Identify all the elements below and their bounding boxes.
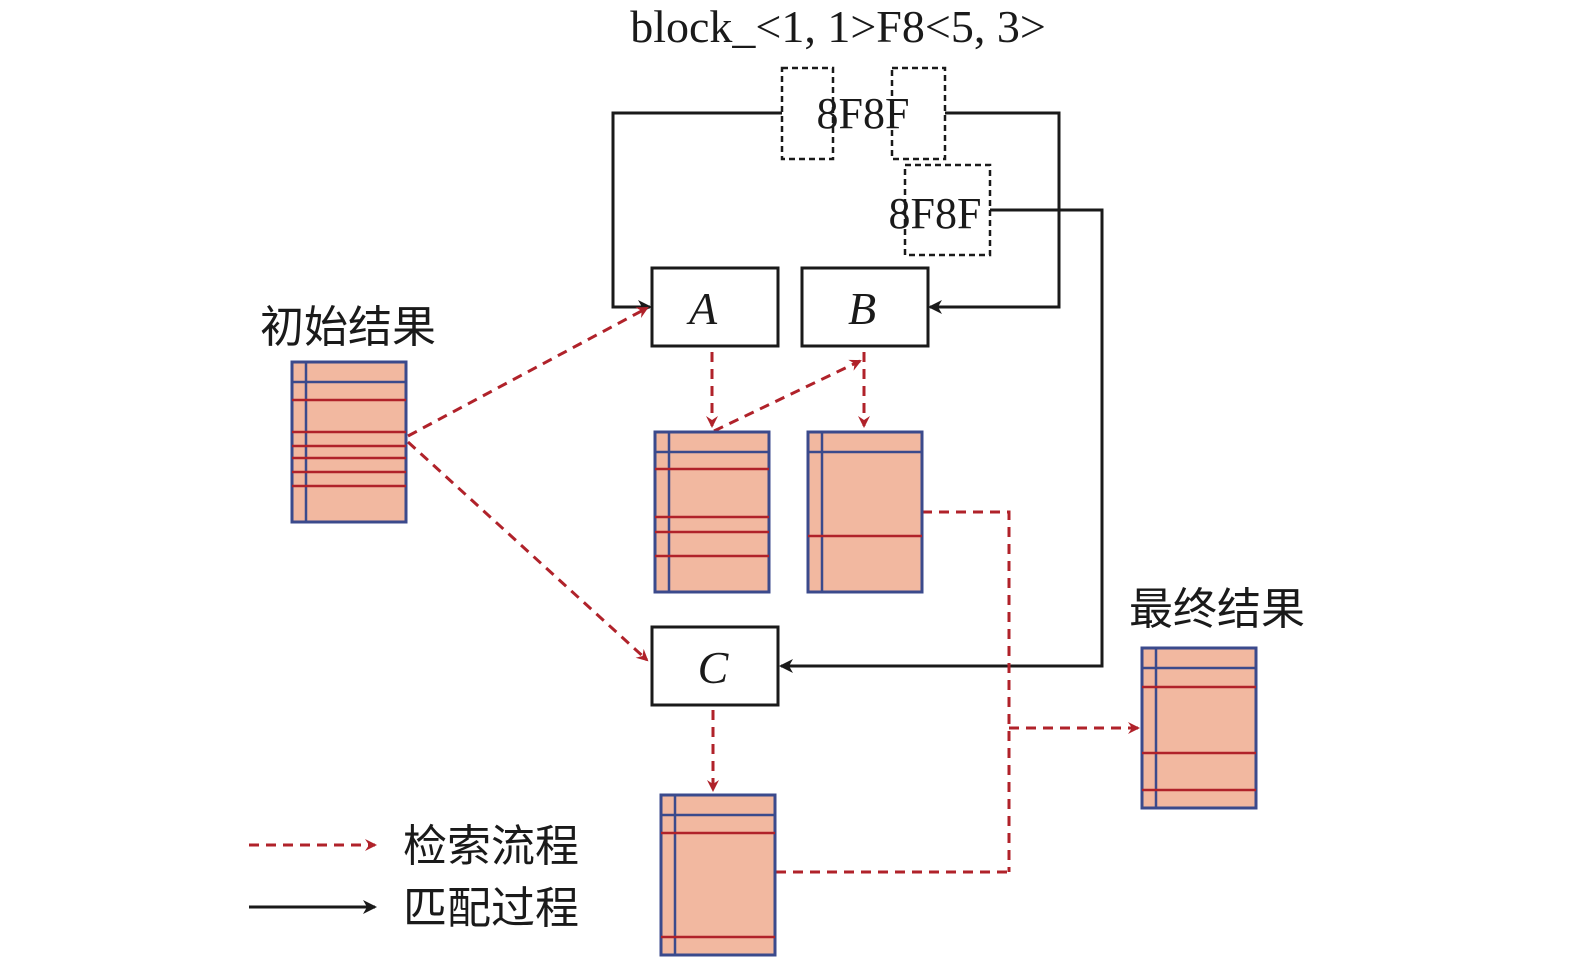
node-b: B <box>800 266 930 348</box>
legend-matching-label: 匹配过程 <box>403 883 579 934</box>
result-table-b <box>806 430 924 594</box>
pattern-top: 8F8F <box>780 66 947 161</box>
result-table-c <box>659 793 777 957</box>
pattern-middle-label: 8F8F <box>889 189 982 238</box>
result-table-final-body <box>1140 646 1258 810</box>
match-line-to-c <box>779 208 1104 673</box>
node-b-box <box>800 266 930 348</box>
node-a-label: A <box>686 283 718 334</box>
result-table-initial-body <box>290 360 408 524</box>
node-a-box <box>650 266 780 348</box>
matching-connectors <box>611 111 1104 673</box>
result-table-a-body <box>653 430 771 594</box>
match-line-to-a <box>611 111 782 314</box>
result-table-initial <box>290 360 408 524</box>
table-highlight-rows <box>661 831 775 939</box>
legend: 检索流程 匹配过程 <box>249 821 579 934</box>
retrieval-arrows <box>406 306 1140 874</box>
pattern-top-dashed-box-left <box>780 66 835 161</box>
retrieval-initial-to-c <box>406 440 649 662</box>
table-highlight-rows <box>292 398 406 488</box>
diagram-title: block_<1, 1>F8<5, 3> <box>630 1 1046 52</box>
retrieval-initial-to-a <box>407 306 649 438</box>
node-b-label: B <box>848 283 876 334</box>
node-c-box <box>650 625 780 707</box>
final-result-label: 最终结果 <box>1129 584 1305 635</box>
initial-result-label: 初始结果 <box>260 302 436 353</box>
pattern-top-dashed-box-right <box>890 66 947 161</box>
result-table-final <box>1140 646 1258 810</box>
node-c-label: C <box>698 642 730 693</box>
node-c: C <box>650 625 780 707</box>
pattern-top-label: 8F8F <box>817 89 910 138</box>
retrieval-b-result-to-merge <box>922 510 1011 872</box>
node-a: A <box>650 266 780 348</box>
legend-retrieval-label: 检索流程 <box>403 821 579 872</box>
table-highlight-rows <box>655 467 769 558</box>
retrieval-result-to-b <box>713 359 862 433</box>
result-table-a <box>653 430 771 594</box>
result-table-b-body <box>806 430 924 594</box>
result-table-c-body <box>659 793 777 957</box>
pattern-middle: 8F8F <box>889 163 992 257</box>
table-highlight-rows <box>1142 685 1256 792</box>
